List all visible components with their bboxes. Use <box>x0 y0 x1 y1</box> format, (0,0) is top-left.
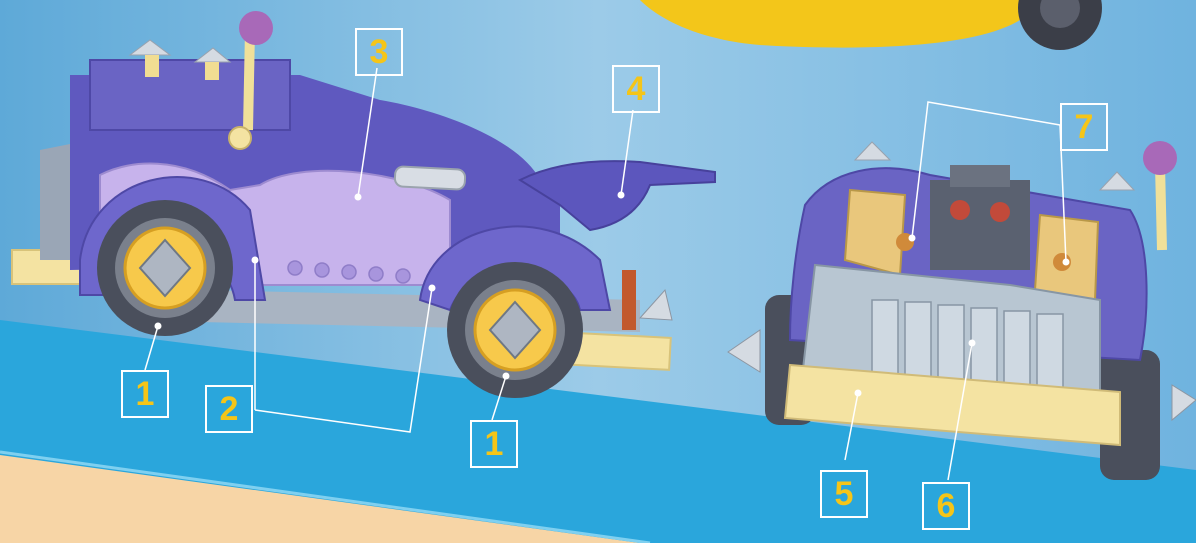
engine-eye-left <box>950 200 970 220</box>
callout-number: 5 <box>835 477 854 511</box>
callout-6: 6 <box>922 482 970 530</box>
callout-number: 1 <box>485 427 504 461</box>
callout-3: 3 <box>355 28 403 76</box>
engine-top <box>950 165 1010 187</box>
crank-knob <box>229 127 251 149</box>
engine-eye-right <box>990 202 1010 222</box>
callout-number: 4 <box>627 72 646 106</box>
left-headlight-panel <box>845 190 905 275</box>
antenna-ball <box>239 11 273 45</box>
callout-7: 7 <box>1060 103 1108 151</box>
tail-light <box>622 270 636 330</box>
top-handle <box>395 166 466 190</box>
callout-1-rear-wheel: 1 <box>121 370 169 418</box>
callout-number: 7 <box>1075 110 1094 144</box>
callout-number: 3 <box>370 35 389 69</box>
front-wheel <box>447 262 583 398</box>
callout-number: 1 <box>136 377 155 411</box>
callout-number: 2 <box>220 392 239 426</box>
engine-block <box>930 180 1030 270</box>
callout-4: 4 <box>612 65 660 113</box>
callout-number: 6 <box>937 489 956 523</box>
callout-1-front-wheel: 1 <box>470 420 518 468</box>
front-antenna-ball <box>1143 141 1177 175</box>
front-antenna-pole <box>1160 165 1162 250</box>
car-roof <box>90 60 290 130</box>
roof-post-1 <box>145 55 159 77</box>
antenna-pole <box>248 30 250 130</box>
callout-5: 5 <box>820 470 868 518</box>
callout-2: 2 <box>205 385 253 433</box>
rear-wheel <box>97 200 233 336</box>
roof-post-2 <box>205 62 219 80</box>
